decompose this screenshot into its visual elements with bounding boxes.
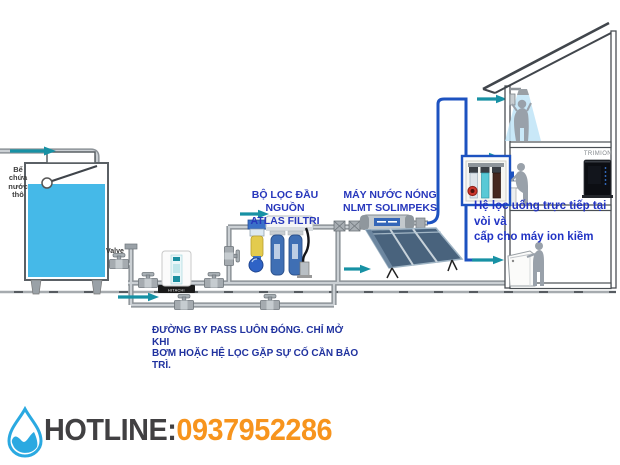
solar-water-heater — [359, 214, 464, 279]
solar-collector-panels — [364, 227, 464, 269]
bypass-note: ĐƯỜNG BY PASS LUÔN ĐÓNG. CHỈ MỞ KHI BƠM … — [152, 325, 362, 371]
shower-scene — [505, 87, 541, 141]
direct-filter-note: Hệ lọc uống trực tiếp tại vòi và cấp cho… — [474, 199, 620, 246]
shower-arrow — [477, 94, 507, 104]
bypass-note-line1: ĐƯỜNG BY PASS LUÔN ĐÓNG. CHỈ MỞ KHI — [152, 325, 344, 348]
valve-label: Valve — [106, 248, 124, 255]
hotline-label: HOTLINE: — [44, 412, 177, 447]
ionizer-brand-label: TRIMION — [583, 151, 612, 157]
solar-arrow — [344, 264, 371, 274]
roof-line — [482, 21, 610, 91]
inlet-arrow — [10, 146, 56, 156]
booster-pump: HITACHI — [158, 250, 195, 293]
laundry-scene — [507, 242, 544, 287]
bypass-arrow — [118, 292, 159, 302]
filter-bowl — [248, 257, 264, 273]
kitchen-scene — [505, 159, 613, 206]
solar-heater-title: MÁY NƯỚC NÓNG NLMT SOLIMPEKS — [340, 189, 440, 215]
prefilter-arrow — [240, 209, 269, 219]
pump-outlet-valve — [204, 272, 224, 288]
prefilter-title-line1: BỘ LỌC ĐẦU NGUỒN — [251, 189, 319, 214]
prefilter-title: BỘ LỌC ĐẦU NGUỒN ATLAS FILTRI — [232, 189, 338, 228]
direct-filter-note-line2: cấp cho máy ion kiềm — [474, 231, 594, 243]
bypass-valve-2 — [260, 294, 280, 310]
person-at-washer — [526, 242, 544, 286]
bypass-note-line2: BƠM HOẶC HỆ LỌC GẶP SỰ CỐ CẦN BẢO — [152, 348, 359, 360]
filter-riser-valve — [224, 246, 240, 266]
ion-water-machine — [582, 159, 613, 198]
sediment-filter — [247, 219, 267, 273]
solar-title-line1: MÁY NƯỚC NÓNG — [343, 189, 437, 201]
pump-brand-text: HITACHI — [168, 288, 185, 292]
bypass-valve-1 — [174, 294, 194, 310]
person-at-sink — [510, 163, 528, 204]
raw-water-tank — [24, 151, 109, 295]
direct-filter-note-line1: Hệ lọc uống trực tiếp tại vòi và — [474, 200, 607, 228]
solar-title-line2: NLMT SOLIMPEKS — [343, 202, 437, 214]
water-drop-logo — [7, 405, 43, 458]
person-showering — [511, 99, 532, 141]
tank-outlet-valve — [109, 253, 129, 269]
pump-inlet-valve — [138, 272, 158, 288]
prefilter-title-line2: ATLAS FILTRI — [250, 215, 320, 227]
bypass-note-line3: TRÌ. — [152, 359, 171, 371]
float-valve-ball — [41, 177, 53, 189]
hotline-banner: HOTLINE:0937952286 — [44, 412, 333, 448]
floor-slab-2 — [509, 204, 612, 212]
washer-arrow — [472, 255, 504, 265]
direct-drinking-filter — [460, 154, 512, 207]
shower-head — [517, 89, 529, 95]
tank-label: Bể chứa nước thô — [8, 165, 28, 200]
hotline-number: 0937952286 — [176, 412, 333, 447]
duo-filter-unit — [265, 215, 314, 278]
floor-slab-1 — [509, 141, 612, 149]
